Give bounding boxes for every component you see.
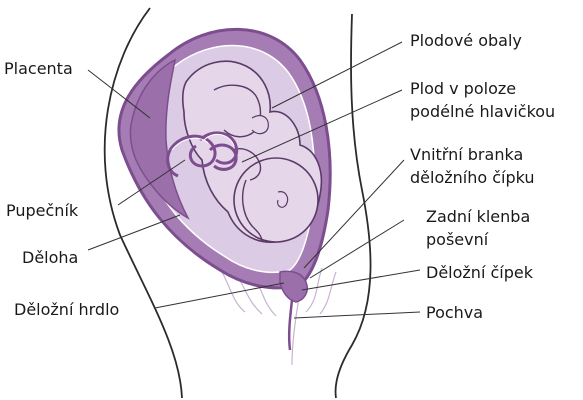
label-plodove-obaly: Plodové obaly	[410, 30, 522, 51]
label-klenba-line1: Zadní klenba	[426, 206, 530, 227]
label-pochva: Pochva	[426, 302, 483, 323]
label-pupecnik: Pupečník	[6, 200, 78, 221]
leader-delozni-hrdlo	[155, 283, 284, 308]
leader-pochva	[294, 312, 420, 318]
label-plod-line2: podélné hlavičkou	[410, 101, 555, 122]
fetus-foot	[252, 116, 268, 134]
label-branka-line1: Vnitřní branka	[410, 144, 523, 165]
label-delozni-hrdlo: Děložní hrdlo	[14, 299, 119, 320]
fetus-head	[234, 158, 318, 242]
label-placenta: Placenta	[4, 58, 73, 79]
body-outline-belly	[336, 14, 371, 398]
label-klenba-line2: poševní	[426, 229, 488, 250]
leader-deloha	[88, 215, 180, 250]
label-branka-line2: děložního čípku	[410, 167, 535, 188]
vagina-canal	[289, 300, 292, 350]
label-delozni-cipek: Děložní čípek	[426, 262, 533, 283]
label-deloha: Děloha	[22, 247, 78, 268]
leader-delozni-cipek	[302, 270, 420, 290]
label-plod-line1: Plod v poloze	[410, 78, 516, 99]
